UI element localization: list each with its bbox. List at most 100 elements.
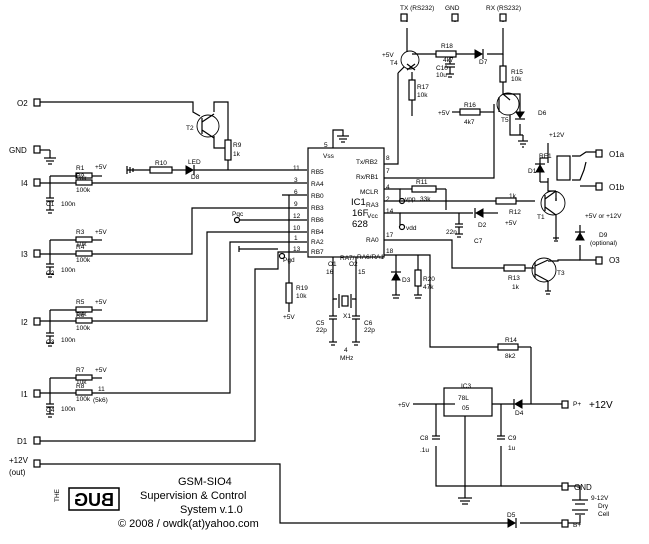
terminal-b-plus[interactable] (561, 519, 569, 528)
label-t1: T1 (537, 214, 545, 221)
terminal-o2[interactable] (33, 98, 41, 107)
the-bug-logo: THE BUG (54, 487, 120, 511)
terminal-rx[interactable] (499, 13, 507, 22)
resistor-r14 (497, 343, 519, 351)
label-vdd: vdd (406, 225, 417, 232)
label-i3: I3 (21, 250, 28, 259)
label-r17-val: 10k (417, 92, 428, 99)
label-r5-supply: +5V (95, 299, 107, 306)
label-r19-supply: +5V (283, 314, 295, 321)
label-c6: C6 (364, 320, 373, 327)
terminal-i4[interactable] (33, 178, 41, 187)
terminal-tx[interactable] (400, 13, 408, 22)
label-d9: D9 (599, 232, 608, 239)
terminal-o3[interactable] (595, 256, 603, 265)
label-t2: T2 (186, 125, 194, 132)
label-gnd-right: GND (574, 483, 592, 492)
label-c5: C5 (316, 320, 325, 327)
label-battery-cell: Cell (598, 511, 610, 518)
label-12v-out-sub: (out) (9, 468, 26, 477)
label-o1b: O1b (609, 183, 625, 192)
label-c10: C10 (436, 65, 448, 72)
pin-label-rb7: RB7 (311, 249, 324, 256)
terminal-p-plus[interactable] (561, 400, 569, 409)
terminal-gnd-right[interactable] (561, 482, 569, 491)
label-r2-val: 100k (76, 187, 91, 194)
label-r1-val: 10k (76, 175, 87, 182)
pin-label-mclr: MCLR (360, 189, 379, 196)
label-r12-val: 1k (509, 193, 517, 200)
terminal-o1a[interactable] (595, 149, 603, 158)
label-t4-supply: +5V (382, 52, 394, 59)
label-r14: R14 (505, 337, 517, 344)
component-labels: R1 +5V 10k R2 100k C1 100n R3 +5V 10k R4… (46, 43, 622, 519)
label-d9-optional: (optional) (590, 240, 617, 247)
label-c4-val: 100n (61, 406, 76, 413)
label-gnd-top: GND (445, 5, 460, 12)
terminal-gnd-left[interactable] (33, 145, 41, 154)
label-r20-val: 47k (423, 284, 434, 291)
label-c1-val: 100n (61, 201, 76, 208)
label-t3: T3 (557, 270, 565, 277)
label-d1: D1 (17, 437, 28, 446)
terminal-d1[interactable] (33, 436, 41, 445)
label-r7-val: 10k (76, 379, 87, 386)
label-c10-val: 10u (436, 72, 447, 79)
terminal-i2[interactable] (33, 317, 41, 326)
pin-num: 14 (386, 208, 394, 215)
label-t5: T5 (501, 117, 509, 124)
pin-num: 1 (294, 235, 298, 242)
label-ic3-type: 78L (458, 395, 469, 402)
label-d8: D8 (191, 174, 200, 181)
label-ic3-type2: 05 (462, 405, 470, 412)
label-i1: I1 (21, 390, 28, 399)
title-line-1: GSM-SIO4 (178, 476, 232, 488)
resistor-r2 (75, 179, 93, 186)
resistor-r20 (414, 269, 422, 287)
ic1-pin-numbers: 5 11 3 6 9 12 10 1 13 8 7 4 2 14 17 18 1… (293, 142, 394, 276)
terminal-o1b[interactable] (595, 182, 603, 191)
pin-num: 12 (293, 213, 301, 220)
right-terminals: O1a O1b O3 P+ +12V GND B+ TX (RS232) GND… (400, 5, 625, 529)
label-12v-out: +12V (9, 456, 29, 465)
label-d5: D5 (507, 512, 516, 519)
pin-label-rb3: RB3 (311, 205, 324, 212)
transistor-t1-icon (540, 190, 566, 216)
terminal-gnd-top[interactable] (451, 13, 459, 22)
label-b-plus: B+ (573, 522, 581, 529)
label-r11-val: 33k (420, 196, 431, 203)
diode-d4-icon (513, 399, 523, 409)
ic1-name: IC1 (351, 197, 366, 208)
pin-num: 7 (386, 168, 390, 175)
resistor-r18 (435, 50, 457, 58)
ic1-microcontroller: Vss RB5 RA4 RB0 RB3 RB6 RB4 RA2 RB7 Tx/R… (307, 147, 385, 268)
label-r1: R1 (76, 165, 85, 172)
label-r3-supply: +5V (95, 229, 107, 236)
label-c5-val: 22p (316, 327, 327, 334)
pin-label-vcc: Vcc (367, 213, 379, 220)
label-r20: R20 (423, 276, 435, 283)
label-r7-supply: +5V (95, 367, 107, 374)
label-r18-val: 4k7 (443, 57, 454, 64)
pin-label-vss: Vss (323, 153, 335, 160)
label-d1: D1 (528, 168, 537, 175)
label-re1: RE1 (539, 153, 552, 160)
resistor-r13 (503, 264, 526, 272)
label-d2: D2 (478, 222, 487, 229)
label-c8: C8 (420, 435, 429, 442)
label-vpp: vpp (405, 196, 416, 203)
terminal-12v-out[interactable] (33, 459, 41, 468)
pin-num: 8 (386, 155, 390, 162)
label-r17: R17 (417, 84, 429, 91)
label-r7: R7 (76, 367, 85, 374)
resistor-r17 (408, 79, 416, 101)
terminal-i3[interactable] (33, 249, 41, 258)
diode-d9-icon (575, 231, 585, 241)
resistors (75, 50, 526, 396)
title-line-4: © 2008 / owdk(at)yahoo.com (118, 518, 259, 530)
label-r8: R8 (76, 383, 85, 390)
label-c9-val: 1u (508, 445, 516, 452)
terminal-i1[interactable] (33, 389, 41, 398)
label-r16: R16 (464, 102, 476, 109)
